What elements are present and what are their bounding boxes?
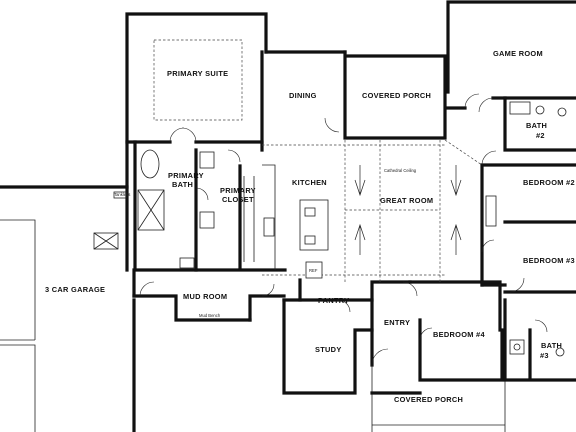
- range: [263, 217, 275, 237]
- primary-bath-fixtures: [137, 149, 255, 269]
- label-primary-bath-2: BATH: [172, 180, 193, 189]
- label-bedroom3: BEDROOM #3: [523, 256, 575, 265]
- label-study: STUDY: [315, 345, 342, 354]
- label-bedroom2: BEDROOM #2: [523, 178, 575, 187]
- label-bath2-number: #2: [536, 131, 545, 140]
- note-great-room-ceiling: Cathedral Ceiling: [384, 168, 417, 173]
- doors: [139, 93, 548, 366]
- kitchen-fixtures: [262, 164, 329, 279]
- label-pantry: PANTRY: [318, 296, 349, 305]
- label-dining: DINING: [289, 91, 317, 100]
- primary-suite-tray-ceiling: [153, 39, 243, 121]
- note-mud-bench: Mud Bench: [199, 313, 221, 318]
- label-primary-closet-1: PRIMARY: [220, 186, 256, 195]
- label-game-room: GAME ROOM: [493, 49, 543, 58]
- label-primary-suite: PRIMARY SUITE: [167, 69, 228, 78]
- label-great-room: GREAT ROOM: [380, 196, 433, 205]
- label-entry: ENTRY: [384, 318, 410, 327]
- bathtub: [140, 149, 160, 179]
- label-bath3-number: #3: [540, 351, 549, 360]
- ceiling-lines: [262, 139, 483, 282]
- label-mud-room: MUD ROOM: [183, 292, 227, 301]
- note-tankless: Tankless: [114, 192, 130, 197]
- label-primary-bath-1: PRIMARY: [168, 171, 204, 180]
- label-primary-closet-2: CLOSET: [222, 195, 254, 204]
- label-covered-porch-rear: COVERED PORCH: [362, 91, 431, 100]
- label-kitchen: KITCHEN: [292, 178, 327, 187]
- refrigerator: [305, 261, 323, 279]
- label-bath2: BATH: [526, 121, 547, 130]
- label-covered-porch-front: COVERED PORCH: [394, 395, 463, 404]
- bath-fixtures: [485, 101, 567, 357]
- label-bedroom4: BEDROOM #4: [433, 330, 485, 339]
- note-ref: REF: [309, 268, 318, 273]
- label-garage: 3 CAR GARAGE: [45, 285, 105, 294]
- garage-details: [0, 191, 127, 432]
- label-bath3: BATH: [541, 341, 562, 350]
